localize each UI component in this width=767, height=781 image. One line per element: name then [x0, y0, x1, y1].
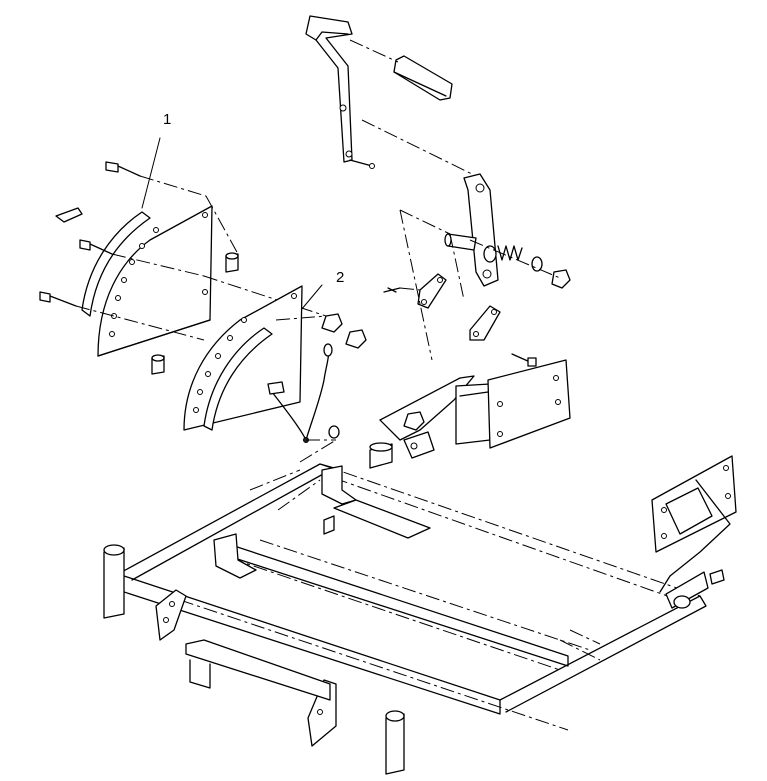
- clip-1: [55, 207, 83, 223]
- frame-right-centerlines: [559, 629, 601, 661]
- guide-lines: [399, 209, 465, 361]
- pivot-arm: [444, 173, 499, 287]
- right-mount-plate: [651, 455, 737, 593]
- callout-1-leader: [141, 137, 161, 209]
- rear-hanger: [321, 465, 431, 539]
- pivot-centerline: [469, 239, 561, 279]
- pivot-bushing: [369, 431, 435, 469]
- pedal-lever: [305, 15, 375, 169]
- right-stud: [665, 569, 725, 609]
- front-hanger: [213, 533, 257, 579]
- hex-nut-2a: [321, 313, 343, 333]
- bolt-1c: [39, 291, 77, 307]
- link-centerline: [399, 287, 421, 291]
- spacer-1: [225, 252, 239, 273]
- hex-nut-pivot: [551, 269, 571, 289]
- hex-nut-2b: [345, 329, 367, 349]
- callout-1: 1: [141, 111, 171, 209]
- callout-2-label: 2: [336, 269, 344, 286]
- callout-1-label: 1: [163, 111, 171, 128]
- bolt-link: [511, 353, 537, 367]
- hex-nut-bracket: [403, 411, 425, 431]
- spacer-2: [151, 354, 165, 375]
- mount-bracket: [379, 359, 571, 449]
- link-plate-lower: [469, 305, 501, 341]
- frame-post-left: [103, 544, 125, 619]
- strip-1: [81, 211, 151, 317]
- plate-1: [97, 205, 213, 357]
- frame-bracket-left: [155, 589, 187, 641]
- frame-post-right: [385, 710, 405, 775]
- plate-1-centerlines: [75, 175, 327, 341]
- bolt-1a: [105, 161, 141, 177]
- lower-channel: [185, 639, 331, 701]
- washer: [531, 256, 543, 272]
- plate-2-centerlines: [275, 315, 336, 441]
- cotter-pin-small: [383, 287, 401, 293]
- pedal-pad-centerline: [349, 39, 399, 63]
- bolt-1b: [79, 239, 113, 255]
- pedal-centerline: [361, 119, 477, 177]
- pedal-pad: [393, 55, 453, 101]
- washer-bracket: [328, 425, 340, 439]
- frame: [117, 463, 707, 731]
- strip-2: [203, 327, 273, 431]
- cable: [267, 343, 333, 443]
- link-plate-upper: [417, 273, 447, 309]
- frame-centerlines: [249, 439, 337, 511]
